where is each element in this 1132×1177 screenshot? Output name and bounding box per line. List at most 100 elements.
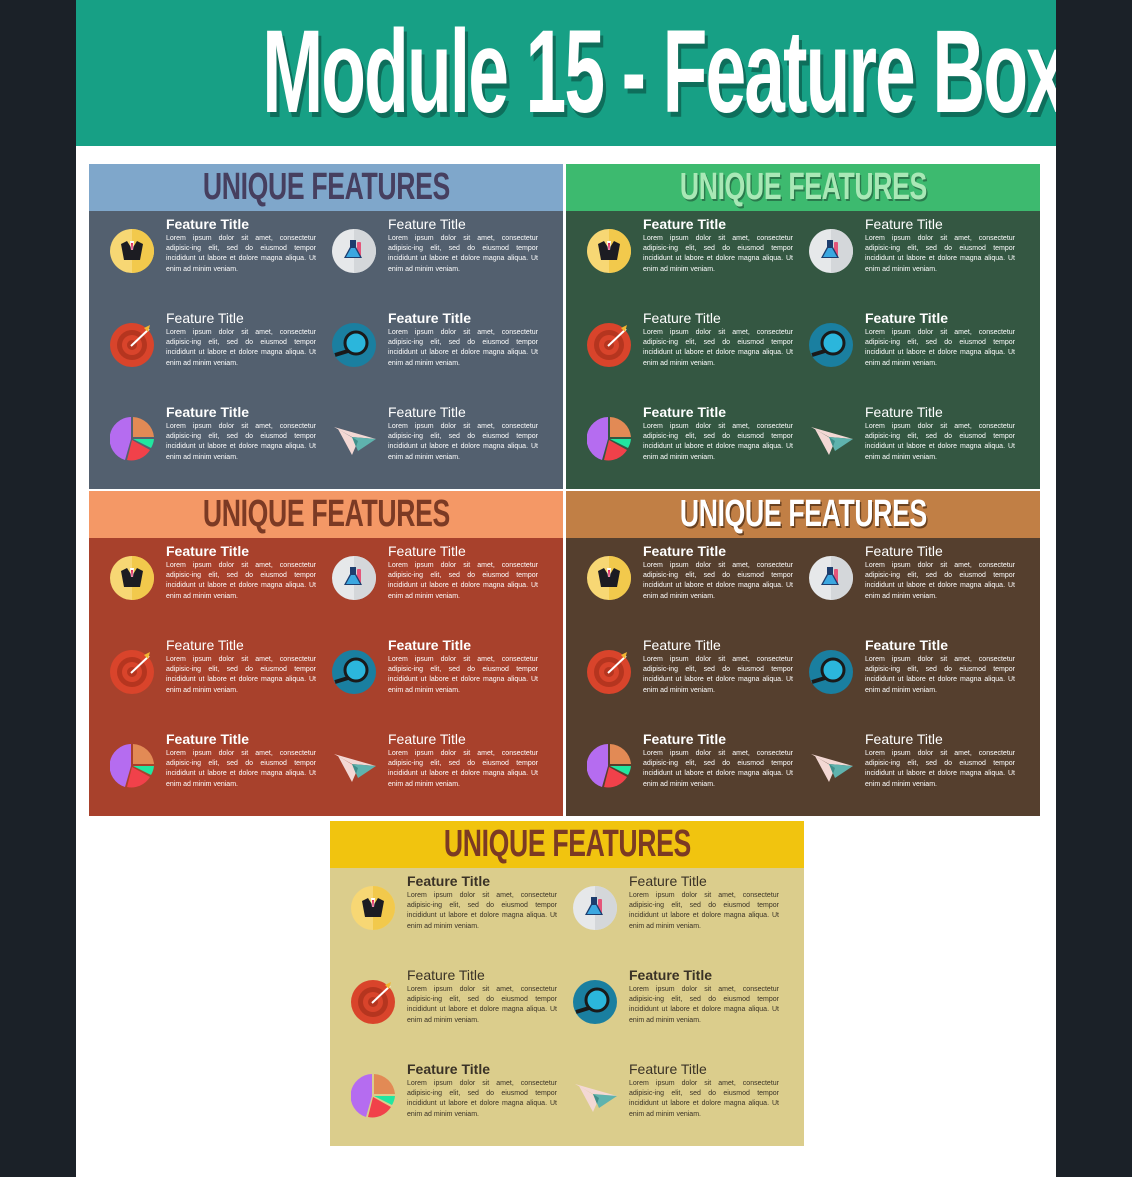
feature-title: Feature Title bbox=[865, 731, 943, 747]
feature-title: Feature Title bbox=[388, 404, 466, 420]
feature-title: Feature Title bbox=[629, 967, 712, 983]
feature-description: Lorem ipsum dolor sit amet, consectetur … bbox=[865, 329, 1015, 367]
pie-chart-icon bbox=[351, 1074, 395, 1118]
feature-description: Lorem ipsum dolor sit amet, consectetur … bbox=[166, 423, 316, 461]
feature-title: Feature Title bbox=[407, 1061, 490, 1077]
panel-heading: UNIQUE FEATURES bbox=[202, 166, 450, 208]
feature-description: Lorem ipsum dolor sit amet, consectetur … bbox=[166, 750, 316, 788]
feature-description: Lorem ipsum dolor sit amet, consectetur … bbox=[643, 235, 793, 273]
feature-title: Feature Title bbox=[643, 310, 721, 326]
feature-title: Feature Title bbox=[407, 967, 485, 983]
magnifier-icon bbox=[332, 650, 376, 694]
feature-description: Lorem ipsum dolor sit amet, consectetur … bbox=[388, 329, 538, 367]
suit-icon bbox=[351, 886, 395, 930]
feature-title: Feature Title bbox=[166, 310, 244, 326]
feature-title: Feature Title bbox=[643, 404, 726, 420]
pie-chart-icon bbox=[587, 744, 631, 788]
panel-heading: UNIQUE FEATURES bbox=[443, 823, 691, 865]
pie-chart-icon bbox=[110, 744, 154, 788]
feature-description: Lorem ipsum dolor sit amet, consectetur … bbox=[388, 423, 538, 461]
feature-title: Feature Title bbox=[865, 310, 948, 326]
magnifier-icon bbox=[573, 980, 617, 1024]
suit-icon bbox=[587, 229, 631, 273]
feature-description: Lorem ipsum dolor sit amet, consectetur … bbox=[865, 423, 1015, 461]
feature-description: Lorem ipsum dolor sit amet, consectetur … bbox=[643, 562, 793, 600]
feature-title: Feature Title bbox=[388, 637, 471, 653]
feature-description: Lorem ipsum dolor sit amet, consectetur … bbox=[629, 892, 779, 930]
suit-icon bbox=[110, 229, 154, 273]
pie-chart-icon bbox=[110, 417, 154, 461]
feature-title: Feature Title bbox=[629, 873, 707, 889]
pie-chart-icon bbox=[587, 417, 631, 461]
panel-header: UNIQUE FEATURES bbox=[89, 164, 563, 211]
target-icon bbox=[351, 980, 395, 1024]
feature-description: Lorem ipsum dolor sit amet, consectetur … bbox=[166, 235, 316, 273]
feature-title: Feature Title bbox=[407, 873, 490, 889]
feature-description: Lorem ipsum dolor sit amet, consectetur … bbox=[388, 750, 538, 788]
feature-title: Feature Title bbox=[865, 216, 943, 232]
suit-icon bbox=[587, 556, 631, 600]
feature-title: Feature Title bbox=[388, 310, 471, 326]
feature-description: Lorem ipsum dolor sit amet, consectetur … bbox=[865, 562, 1015, 600]
feature-title: Feature Title bbox=[643, 731, 726, 747]
panel-header: UNIQUE FEATURES bbox=[566, 164, 1040, 211]
feature-description: Lorem ipsum dolor sit amet, consectetur … bbox=[166, 656, 316, 694]
feature-title: Feature Title bbox=[166, 543, 249, 559]
feature-description: Lorem ipsum dolor sit amet, consectetur … bbox=[865, 235, 1015, 273]
paper-plane-icon bbox=[809, 744, 853, 788]
feature-description: Lorem ipsum dolor sit amet, consectetur … bbox=[388, 562, 538, 600]
target-icon bbox=[587, 323, 631, 367]
feature-description: Lorem ipsum dolor sit amet, consectetur … bbox=[388, 656, 538, 694]
feature-title: Feature Title bbox=[865, 404, 943, 420]
feature-description: Lorem ipsum dolor sit amet, consectetur … bbox=[643, 750, 793, 788]
feature-description: Lorem ipsum dolor sit amet, consectetur … bbox=[407, 986, 557, 1024]
feature-description: Lorem ipsum dolor sit amet, consectetur … bbox=[166, 329, 316, 367]
flask-icon bbox=[573, 886, 617, 930]
feature-title: Feature Title bbox=[388, 543, 466, 559]
feature-description: Lorem ipsum dolor sit amet, consectetur … bbox=[629, 1080, 779, 1118]
feature-title: Feature Title bbox=[865, 543, 943, 559]
feature-description: Lorem ipsum dolor sit amet, consectetur … bbox=[643, 423, 793, 461]
panel-header: UNIQUE FEATURES bbox=[89, 491, 563, 538]
feature-title: Feature Title bbox=[388, 216, 466, 232]
feature-title: Feature Title bbox=[166, 731, 249, 747]
target-icon bbox=[110, 650, 154, 694]
page-title: Module 15 - Feature Box bbox=[262, 6, 1056, 138]
title-banner: Module 15 - Feature Box bbox=[76, 0, 1056, 146]
feature-description: Lorem ipsum dolor sit amet, consectetur … bbox=[643, 656, 793, 694]
panel-header: UNIQUE FEATURES bbox=[566, 491, 1040, 538]
feature-description: Lorem ipsum dolor sit amet, consectetur … bbox=[629, 986, 779, 1024]
flask-icon bbox=[809, 229, 853, 273]
feature-description: Lorem ipsum dolor sit amet, consectetur … bbox=[166, 562, 316, 600]
magnifier-icon bbox=[809, 650, 853, 694]
feature-title: Feature Title bbox=[388, 731, 466, 747]
feature-title: Feature Title bbox=[166, 637, 244, 653]
feature-description: Lorem ipsum dolor sit amet, consectetur … bbox=[407, 892, 557, 930]
magnifier-icon bbox=[332, 323, 376, 367]
